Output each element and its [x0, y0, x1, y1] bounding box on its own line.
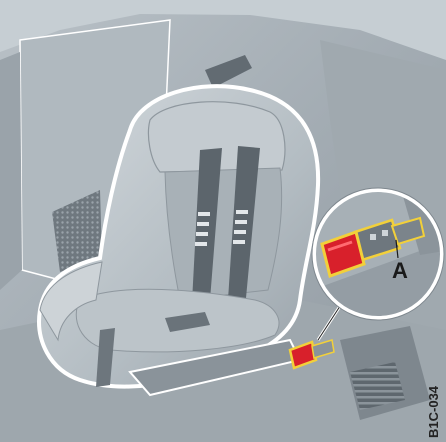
door-frame [0, 52, 22, 290]
callout-label-a: A [392, 258, 408, 283]
seat-back [165, 168, 282, 300]
figure-code: B1C-034 [426, 385, 441, 438]
